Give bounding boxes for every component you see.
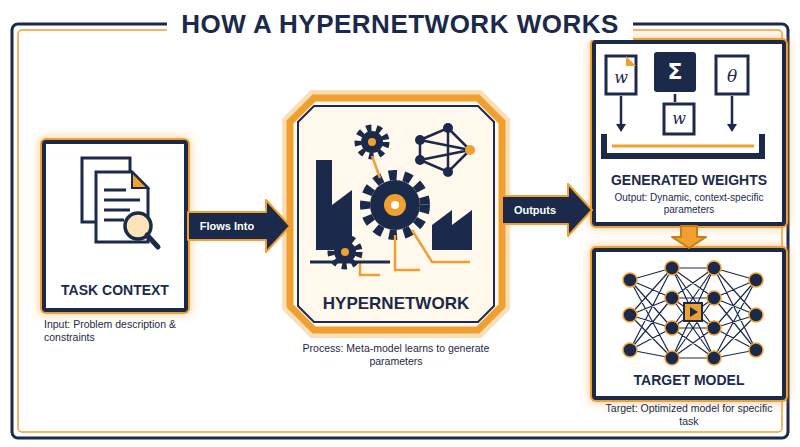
title-bar: HOW A HYPERNETWORK WORKS	[0, 8, 800, 40]
symbol-label: w	[672, 111, 686, 127]
symbol-label: w	[614, 70, 628, 86]
node-description: Output: Dynamic, context-specific parame…	[606, 192, 772, 216]
arrow-label: Outputs	[514, 205, 556, 216]
input-box: TASK CONTEXTInput: Problem description &…	[42, 140, 188, 312]
symbol-label: Σ	[667, 61, 682, 83]
process-box: HYPERNETWORKProcess: Meta-model learns t…	[290, 98, 502, 330]
block-arrow	[188, 200, 290, 252]
node-heading: HYPERNETWORK	[290, 294, 502, 314]
block-arrow	[502, 184, 592, 236]
model-box: TARGET MODELTarget: Optimized model for …	[592, 248, 786, 400]
arrow-label: Flows Into	[200, 221, 254, 232]
octagon-inner	[298, 106, 494, 322]
output-box: GENERATED WEIGHTS Output: Dynamic, contex…	[592, 40, 786, 226]
symbol-label: θ	[727, 68, 737, 85]
block-arrow	[672, 226, 706, 248]
diagram-title: HOW A HYPERNETWORK WORKS	[167, 8, 633, 40]
node-description: Input: Problem description & constraints	[44, 318, 194, 344]
octagon-glow	[290, 98, 502, 330]
node-heading: TASK CONTEXT	[46, 282, 184, 298]
octagon-border	[290, 98, 502, 330]
node-heading: GENERATED WEIGHTS	[596, 172, 782, 188]
node-description: Process: Meta-model learns to generate p…	[302, 342, 490, 368]
node-heading: TARGET MODEL	[596, 372, 782, 388]
node-description: Target: Optimized model for specific tas…	[596, 402, 782, 428]
